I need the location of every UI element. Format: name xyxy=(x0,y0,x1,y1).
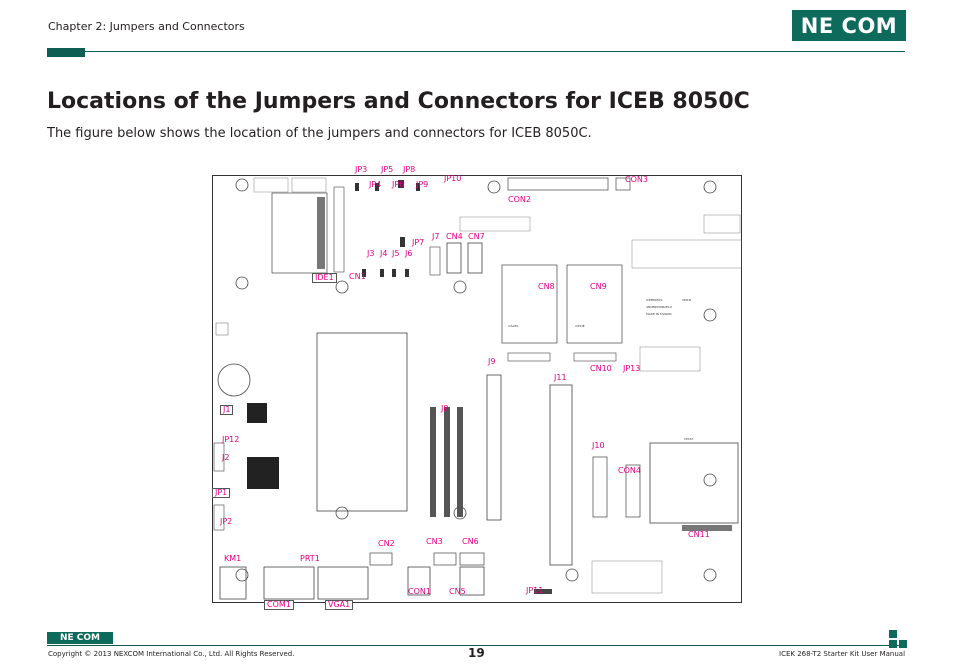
label-j8: J8 xyxy=(441,404,449,413)
label-cn7: CN7 xyxy=(468,232,485,241)
label-cn10: CN10 xyxy=(590,364,612,373)
logo-text: NE COM xyxy=(800,13,898,38)
label-jp7: JP7 xyxy=(412,238,425,247)
header-divider xyxy=(47,51,905,52)
manual-title: ICEK 268-T2 Starter Kit User Manual xyxy=(779,650,906,658)
label-jp3: JP3 xyxy=(355,165,368,174)
label-jp8: JP8 xyxy=(403,165,416,174)
label-jp4: JP4 xyxy=(369,180,382,189)
label-jp11: JP11 xyxy=(526,586,544,595)
footer-square-icon xyxy=(889,630,907,652)
label-jp12: JP12 xyxy=(222,435,240,444)
board-outline-svg: mSATA mPCIE CFAST ICEB8050C VER:B 4NCB80… xyxy=(212,175,743,603)
cfast-text: CFAST xyxy=(684,437,694,441)
label-jp13: JP13 xyxy=(623,364,641,373)
label-con2: CON2 xyxy=(508,195,531,204)
page-subtitle: The figure below shows the location of t… xyxy=(47,126,592,141)
label-cn3: CN3 xyxy=(426,537,443,546)
label-con4: CON4 xyxy=(618,466,641,475)
footer-logo-text: NE COM xyxy=(59,633,101,643)
footer-logo: NE COM xyxy=(47,632,113,644)
label-j1: J1 xyxy=(220,405,234,415)
label-cn5: CN5 xyxy=(449,587,466,596)
label-j6: J6 xyxy=(405,249,413,258)
label-jp6: JP6 xyxy=(392,180,405,189)
label-j10: J10 xyxy=(592,441,605,450)
label-j4: J4 xyxy=(380,249,388,258)
label-km1: KM1 xyxy=(224,554,242,563)
label-cn2-bottom: CN2 xyxy=(378,539,395,548)
label-cn6: CN6 xyxy=(462,537,479,546)
made-in-text: MADE IN TAIWAN xyxy=(646,312,672,316)
nexcom-logo: NE COM xyxy=(792,10,906,41)
label-jp5: JP5 xyxy=(381,165,394,174)
label-cn1: CN1 xyxy=(349,272,366,281)
label-j11: J11 xyxy=(554,373,567,382)
mpcie-text: mPCIE xyxy=(575,324,585,328)
label-jp2: JP2 xyxy=(220,517,233,526)
label-com1: COM1 xyxy=(264,600,294,610)
label-con3: CON3 xyxy=(625,175,648,184)
label-jp9: JP9 xyxy=(416,180,429,189)
pn-text: 4NCB8050B2E1U xyxy=(646,305,672,309)
ver-text: VER:B xyxy=(682,298,691,302)
page-title: Locations of the Jumpers and Connectors … xyxy=(47,89,750,114)
label-j9: J9 xyxy=(488,357,496,366)
label-vga1: VGA1 xyxy=(325,600,354,610)
page-number: 19 xyxy=(468,646,485,660)
label-cn4: CN4 xyxy=(446,232,463,241)
label-jp10: JP10 xyxy=(444,174,462,183)
msata-text: mSATA xyxy=(508,324,519,328)
label-cn8: CN8 xyxy=(538,282,555,291)
copyright-text: Copyright © 2013 NEXCOM International Co… xyxy=(48,650,295,658)
label-j7: J7 xyxy=(432,232,440,241)
header-accent-bar xyxy=(47,48,85,57)
label-j5: J5 xyxy=(392,249,400,258)
label-cn11: CN11 xyxy=(688,530,710,539)
footer-divider xyxy=(47,645,905,646)
label-con1: CON1 xyxy=(408,587,431,596)
label-j2: J2 xyxy=(222,453,230,462)
label-cn9: CN9 xyxy=(590,282,607,291)
board-diagram: mSATA mPCIE CFAST ICEB8050C VER:B 4NCB80… xyxy=(212,166,743,610)
label-ide1: IDE1 xyxy=(312,273,337,283)
model-text: ICEB8050C xyxy=(646,298,663,302)
label-jp1: JP1 xyxy=(212,488,231,498)
label-prt1: PRT1 xyxy=(300,554,320,563)
chapter-heading: Chapter 2: Jumpers and Connectors xyxy=(48,20,245,33)
label-j3: J3 xyxy=(367,249,375,258)
